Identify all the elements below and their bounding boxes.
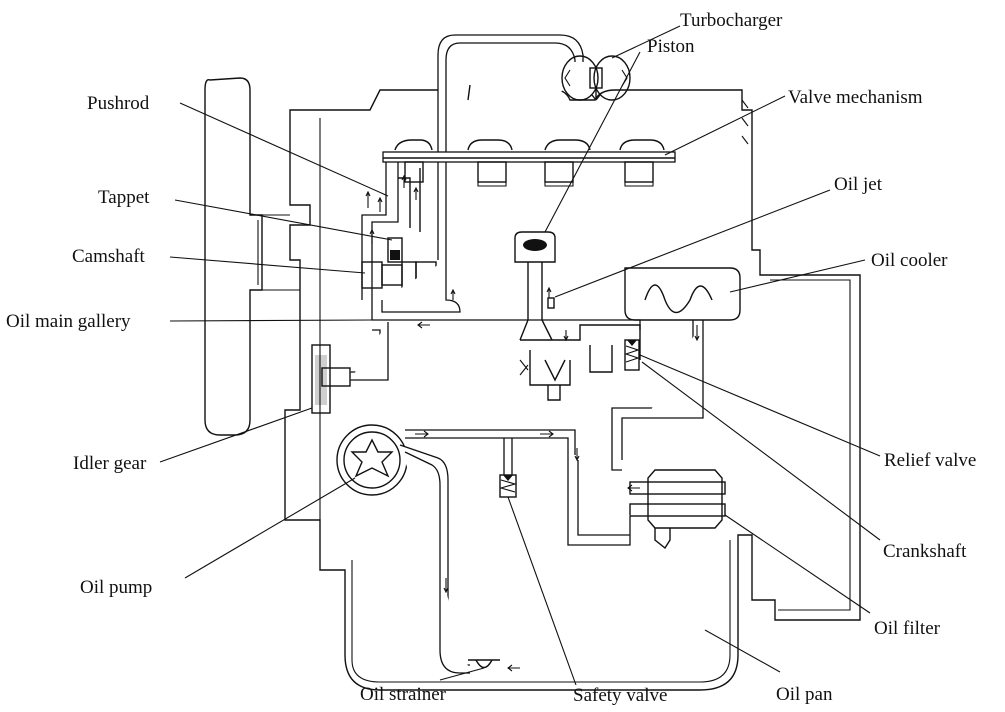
label-pushrod: Pushrod [87, 93, 150, 114]
label-crankshaft: Crankshaft [883, 541, 967, 562]
label-turbocharger: Turbocharger [680, 10, 783, 31]
label-idler-gear: Idler gear [73, 453, 147, 474]
idler-gear-unit [312, 322, 388, 413]
oil-pump-unit [337, 425, 470, 673]
flywheel-housing [205, 78, 300, 435]
label-safety-valve: Safety valve [573, 685, 667, 706]
label-oil-filter: Oil filter [874, 618, 941, 639]
oil-main-gallery-line [372, 260, 640, 330]
label-oil-pump: Oil pump [80, 577, 152, 598]
valve-mechanism-rail [383, 140, 675, 186]
label-oil-cooler: Oil cooler [871, 250, 948, 271]
label-tappet: Tappet [98, 187, 150, 208]
oil-strainer-unit [468, 660, 520, 671]
label-camshaft: Camshaft [72, 246, 146, 267]
oil-cooler-unit [612, 268, 740, 470]
label-valve-mechanism: Valve mechanism [788, 87, 923, 108]
label-oil-strainer: Oil strainer [360, 684, 447, 705]
piston-assembly [515, 232, 555, 340]
turbocharger-unit [438, 35, 630, 260]
relief-valve-symbol [625, 340, 639, 370]
safety-valve-symbol [500, 475, 516, 497]
label-oil-main-gallery: Oil main gallery [6, 311, 131, 332]
label-oil-jet: Oil jet [834, 174, 883, 195]
label-relief-valve: Relief valve [884, 450, 976, 471]
label-oil-pan: Oil pan [776, 684, 833, 705]
crankshaft-assembly [520, 325, 640, 400]
oil-filter-unit [628, 470, 725, 548]
label-piston: Piston [647, 36, 695, 57]
